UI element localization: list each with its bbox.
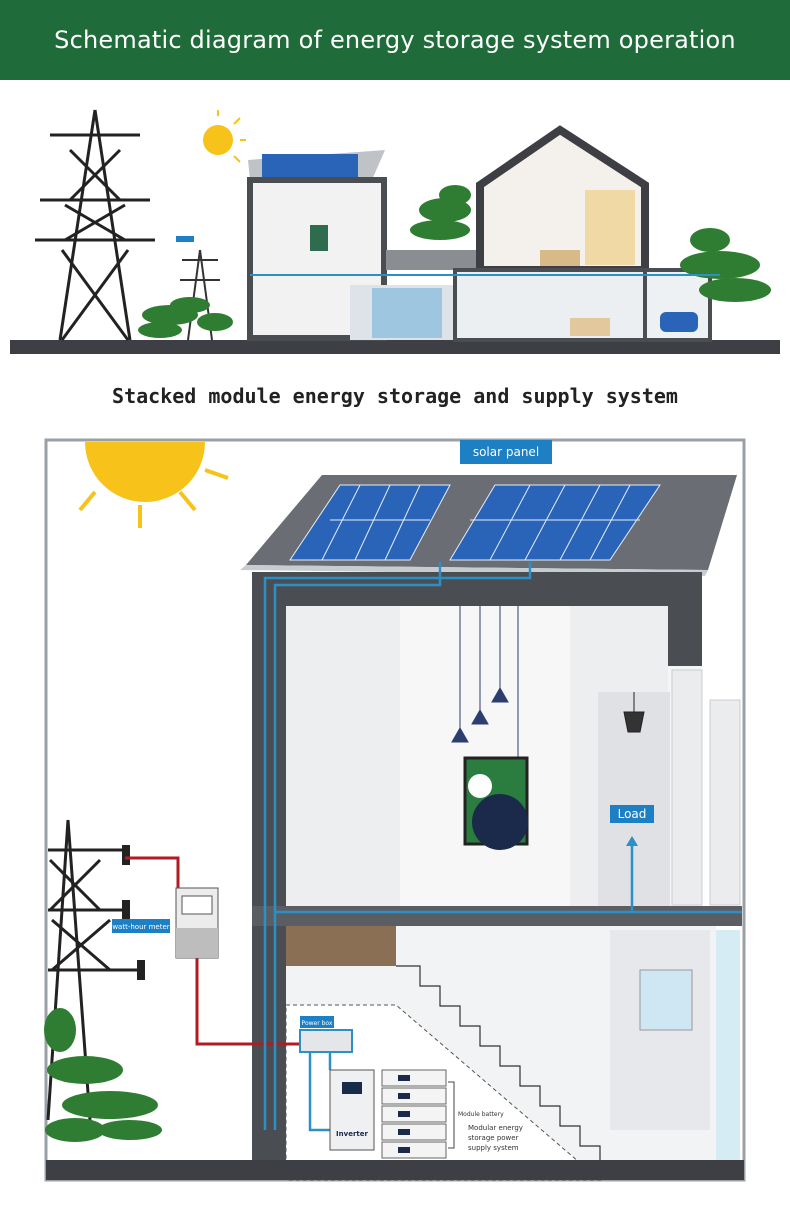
pendant-lamp-icon: [623, 692, 645, 733]
energy-system-diagram: solar panel Load: [44, 438, 746, 1182]
load-label: Load: [618, 807, 647, 821]
header-banner: Schematic diagram of energy storage syst…: [0, 0, 790, 80]
inverter-label: Inverter: [336, 1130, 368, 1138]
dc-wires: [263, 562, 742, 1132]
grid-wire: [125, 856, 180, 888]
ground: [46, 1160, 744, 1180]
wall-picture: [463, 756, 529, 850]
pylon-large-icon: [35, 109, 155, 341]
car-icon: [660, 312, 698, 332]
watt-hour-meter-icon: [175, 887, 219, 959]
sun-icon: [78, 442, 229, 528]
window: [639, 969, 693, 1031]
modular-system-label-2: storage power: [468, 1134, 519, 1142]
floor-slab: [252, 906, 742, 926]
watt-hour-meter-label: watt-hour meter: [112, 923, 169, 931]
garage: [643, 268, 712, 342]
banner-title: Schematic diagram of energy storage syst…: [54, 26, 736, 54]
window-right: [716, 930, 740, 1160]
battery-stack-icon: [381, 1069, 447, 1159]
solar-panel-array: [289, 484, 661, 561]
inverter-icon: [329, 1069, 375, 1151]
ground-strip: [10, 340, 780, 354]
modular-system-label-3: supply system: [468, 1144, 519, 1152]
overview-illustration: [10, 109, 780, 354]
plant-center-icon: [410, 185, 471, 240]
watt-hour-meter-label-bg: [112, 919, 170, 933]
house-right: [453, 125, 649, 342]
module-battery-label: Module battery: [458, 1111, 504, 1118]
load-label-bg: [610, 805, 654, 823]
staircase: [396, 965, 601, 1166]
house-wall-left: [252, 572, 286, 1180]
power-box-label: Power box: [302, 1020, 333, 1027]
plant-right-icon: [680, 228, 771, 302]
solar-panel-label: solar panel: [473, 445, 539, 459]
plant-icon: [44, 1008, 162, 1142]
power-box-label-bg: [300, 1016, 334, 1028]
power-box-icon: [299, 1029, 353, 1053]
solar-panel-label-bg: [460, 440, 552, 464]
plant-left-icon: [138, 297, 233, 338]
modular-system-label-1: Modular energy: [468, 1124, 523, 1132]
sun-icon-small: [203, 125, 233, 155]
stair-underside: [286, 926, 396, 966]
section-subtitle: Stacked module energy storage and supply…: [112, 384, 678, 408]
